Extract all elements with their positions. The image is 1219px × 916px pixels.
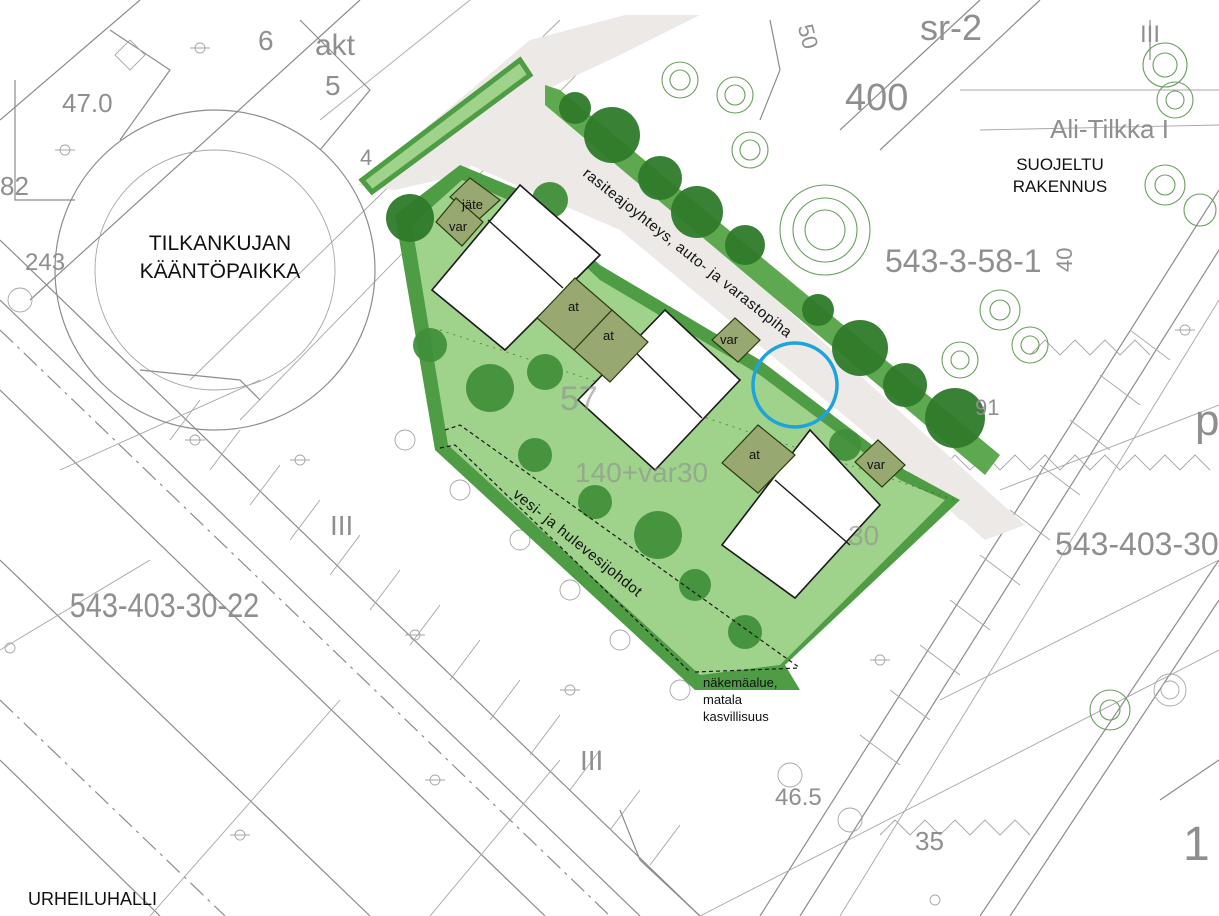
shed-var-3	[854, 439, 906, 488]
number-6: 6	[258, 25, 274, 56]
building-1	[430, 183, 602, 352]
shed-label-at-2: at	[603, 328, 614, 343]
outbuildings	[435, 177, 906, 494]
shed-at-3	[721, 424, 796, 494]
shed-label-var-1: var	[449, 219, 468, 234]
shrub-symbols	[661, 42, 1217, 731]
number-30: 30	[848, 520, 879, 551]
base-map-labels: 543-403-30-22 543-403-30 543-3-58-1 400 …	[0, 7, 1219, 871]
shed-label-at-1: at	[568, 299, 579, 314]
parcel-label-c: 543-3-58-1	[885, 243, 1042, 279]
turnaround-label-2: KÄÄNTÖPAIKKA	[140, 260, 301, 283]
roman-3-b: III	[580, 745, 603, 776]
number-50: 50	[793, 21, 823, 51]
akt-label: akt	[315, 29, 356, 62]
shed-label-var-2: var	[720, 332, 739, 347]
roman-3-a: III	[330, 510, 353, 541]
turning-circle-marker	[751, 341, 839, 429]
shed-var-1	[435, 197, 484, 247]
letter-p: p	[1195, 396, 1219, 445]
parcel-label-b: 543-403-30	[1055, 526, 1219, 562]
zone-label: sr-2	[920, 7, 982, 48]
ali-tilkka-label: Ali-Tilkka I	[1050, 114, 1169, 144]
easement-driveway	[470, 95, 1020, 520]
shed-at-2	[573, 309, 649, 383]
roman-3-c: III	[1140, 21, 1160, 48]
area-140: 140+var30	[575, 457, 708, 488]
sports-hall-label: URHEILUHALLI	[28, 889, 157, 909]
number-243: 243	[25, 249, 65, 276]
protected-building-label-1: SUOJELTU	[1016, 155, 1104, 174]
shed-label-jate: jäte	[461, 197, 483, 212]
utility-corridor-line	[444, 424, 801, 669]
number-5: 5	[325, 70, 341, 101]
protected-building-label-2: RAKENNUS	[1013, 177, 1107, 196]
outbuilding-labels: jäte var at at var at var	[449, 197, 886, 472]
turnaround-label-1: TILKANKUJAN	[149, 232, 291, 255]
number-82: 82	[0, 171, 29, 201]
shed-label-at-3: at	[749, 447, 760, 462]
number-35: 35	[915, 826, 944, 856]
height-47: 47.0	[62, 88, 113, 118]
block-number: 400	[845, 77, 908, 119]
shed-var-2	[711, 317, 761, 363]
number-57: 57	[560, 380, 598, 418]
number-4: 4	[360, 145, 372, 170]
sight-area-label-1: näkemäalue,	[703, 675, 777, 690]
sight-area-line	[694, 667, 801, 673]
parcel-label-a: 543-403-30-22	[70, 586, 260, 625]
number-40: 40	[1052, 248, 1077, 272]
buildings	[430, 183, 882, 600]
trees	[386, 92, 985, 649]
number-91: 91	[975, 395, 999, 420]
sight-area-label-3: kasvillisuus	[703, 709, 769, 724]
height-465: 46.5	[775, 784, 822, 811]
shed-label-var-3: var	[867, 457, 886, 472]
sight-area-label-2: matala	[703, 692, 743, 707]
utility-corridor-line-2	[439, 444, 691, 673]
number-1: 1	[1183, 818, 1210, 871]
